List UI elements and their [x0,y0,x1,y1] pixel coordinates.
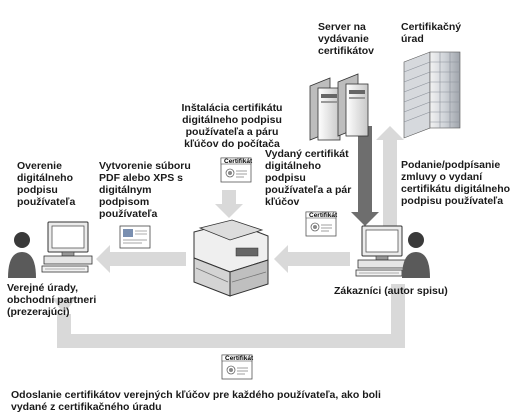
certificate-server-icon [309,73,369,141]
svg-text:Certifikát: Certifikát [224,158,253,165]
customer-computer-icon [355,225,407,277]
certificate-icon-install: Certifikát [220,157,253,183]
arrow-request-up [376,126,404,228]
public-computer-icon [41,221,93,273]
label-customers: Zákazníci (autor spisu) [334,285,448,297]
label-verify-signature: Overenie digitálneho podpisu používateľa [17,160,76,208]
certificate-icon-public-key: Certifikát [221,354,254,380]
public-person-icon [8,232,36,278]
arrow-issue-down [351,126,379,226]
arrow-printer-to-public [96,245,186,273]
label-public-offices: Verejné úrady, obchodní partneri (prezer… [7,282,97,318]
label-request-contract: Podanie/podpísanie zmluvy o vydaní certi… [401,159,511,207]
arrow-bottom-loop [52,284,405,348]
certification-authority-building-icon [403,51,461,139]
arrow-install-down [215,190,243,218]
certificate-icon-issued: Certifikát [305,211,338,237]
label-send-public-keys: Odoslanie certifikátov verejných kľúčov … [11,389,381,413]
customer-person-icon [402,232,430,278]
signed-document-icon [119,225,151,249]
svg-text:Certifikát: Certifikát [309,212,338,219]
label-install-certificate: Inštalácia certifikátu digitálneho podpi… [181,102,283,150]
label-create-signed-file: Vytvorenie súboru PDF alebo XPS s digitá… [99,160,191,220]
label-certification-authority: Certifikačný úrad [401,21,462,45]
label-certificate-server: Server na vydávanie certifikátov [318,21,375,57]
arrow-customer-to-printer [274,245,350,273]
printer-icon [193,219,269,297]
svg-text:Certifikát: Certifikát [225,355,254,362]
label-issued-certificate: Vydaný certifikát digitálneho podpisu po… [265,148,352,208]
